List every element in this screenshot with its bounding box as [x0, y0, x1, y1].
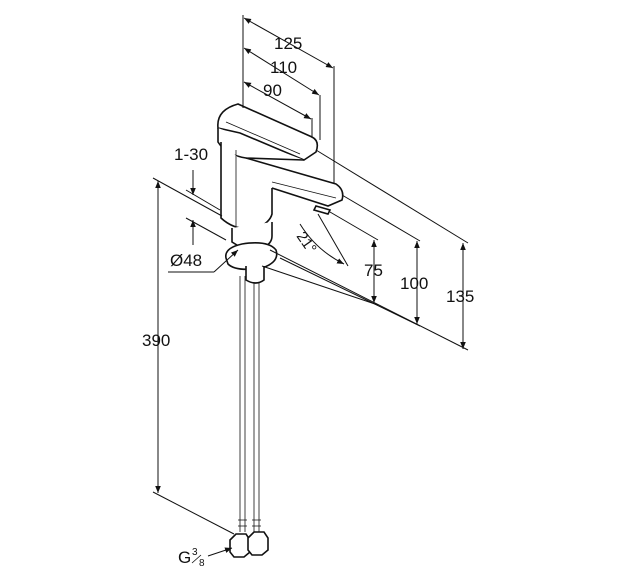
dim-angle-21: 21°: [293, 229, 320, 257]
dim-390: 390: [142, 331, 170, 350]
connection-fraction-numerator: 3: [192, 547, 198, 558]
connection-fraction-denominator: 8: [199, 558, 205, 569]
dim-75: 75: [364, 261, 383, 280]
dim-diameter-48: Ø48: [170, 251, 202, 270]
dim-110: 110: [270, 58, 297, 77]
dim-135: 135: [446, 287, 474, 306]
dimension-lines: [155, 17, 466, 557]
dim-125: 125: [274, 34, 302, 53]
extension-lines: [152, 15, 469, 535]
dim-1-30: 1-30: [174, 145, 208, 164]
dimension-labels: 125 110 90 1-30 Ø48 75 100 135 390 21° G…: [142, 34, 474, 569]
connection-thread-label: G: [178, 548, 191, 567]
faucet-body: [217, 103, 344, 558]
dim-100: 100: [400, 274, 428, 293]
dim-90: 90: [263, 81, 282, 100]
